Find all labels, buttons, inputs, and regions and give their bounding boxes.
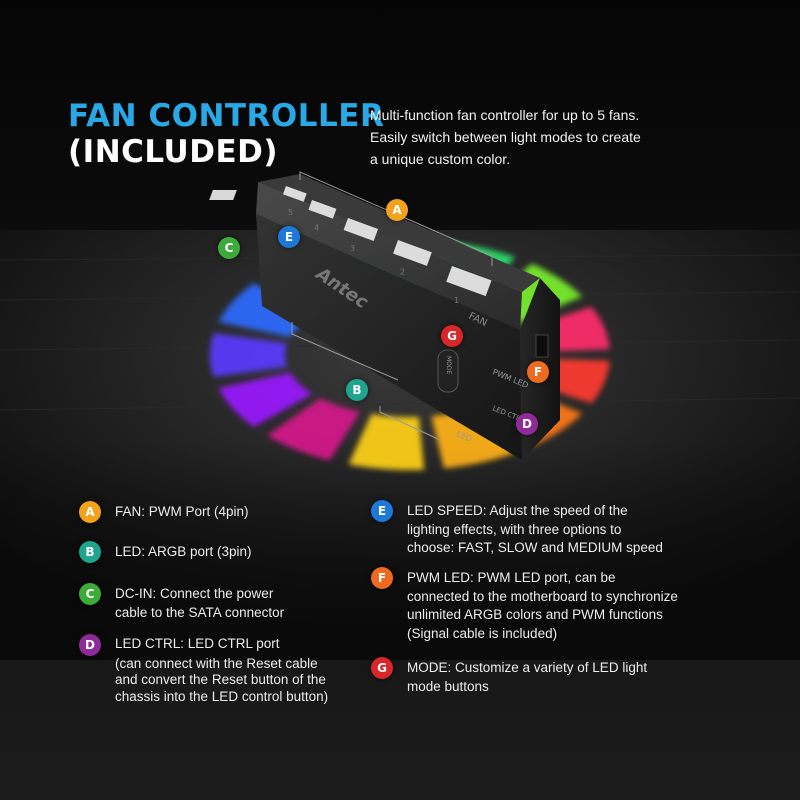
rgb-ring-segment: [267, 398, 360, 461]
intro-text: Multi-function fan controller for up to …: [370, 104, 770, 170]
legend-line: DC-IN: Connect the power: [115, 586, 274, 601]
legend-marker-d: D: [79, 634, 101, 656]
marker-d: D: [516, 413, 538, 435]
legend-line: (Signal cable is included): [407, 625, 558, 641]
legend-marker-f: F: [371, 567, 393, 589]
legend-marker-c: C: [79, 583, 101, 605]
marker-e: E: [278, 226, 300, 248]
mode-button: [437, 349, 459, 393]
legend-line: LED CTRL: LED CTRL port: [115, 636, 280, 651]
legend-text: DC-IN: Connect the power cable to the SA…: [115, 585, 445, 622]
fan-port: 5: [282, 186, 307, 217]
legend-line: unlimited ARGB colors and PWM functions: [407, 607, 663, 622]
fan-port: 3: [343, 218, 379, 253]
port-number: 1: [454, 296, 459, 305]
legend-text: FAN: PWM Port (4pin): [115, 503, 445, 522]
legend-line: and convert the Reset button of the: [115, 672, 326, 687]
marker-b: B: [346, 379, 368, 401]
intro-line: a unique custom color.: [370, 151, 511, 167]
marker-g: G: [441, 325, 463, 347]
legend-line: choose: FAST, SLOW and MEDIUM speed: [407, 540, 663, 555]
legend-marker-b: B: [79, 541, 101, 563]
title-line-1: FAN CONTROLLER: [68, 98, 385, 134]
legend-line: mode buttons: [407, 678, 489, 694]
rgb-ring-segment: [218, 372, 313, 427]
fan-port: 1: [446, 266, 492, 305]
legend-text: LED SPEED: Adjust the speed of the light…: [407, 502, 737, 558]
fan-port: 4: [308, 199, 337, 232]
legend-line: cable to the SATA connector: [115, 604, 285, 620]
rgb-ring-segment: [218, 283, 313, 338]
legend-text: MODE: Customize a variety of LED light m…: [407, 659, 737, 696]
port-number: 3: [350, 244, 355, 253]
legend-text: LED CTRL: LED CTRL port (can connect wit…: [115, 636, 445, 705]
rgb-ring-segment: [431, 407, 516, 469]
marker-f: F: [527, 361, 549, 383]
legend-line: (can connect with the Reset cable: [115, 655, 318, 671]
marker-c: C: [218, 237, 240, 259]
mode-label: MODE: [445, 356, 452, 375]
legend-marker-e: E: [371, 500, 393, 522]
port-number: 4: [314, 223, 319, 232]
intro-line: Multi-function fan controller for up to …: [370, 107, 640, 123]
legend-line: PWM LED: PWM LED port, can be: [407, 570, 616, 585]
legend-line: LED SPEED: Adjust the speed of the: [407, 503, 628, 518]
legend-marker-g: G: [371, 657, 393, 679]
legend-line: chassis into the LED control button): [115, 688, 329, 704]
rgb-ring-segment: [210, 333, 288, 377]
port-number: 2: [400, 267, 405, 276]
legend-text: LED: ARGB port (3pin): [115, 543, 445, 562]
legend-line: connected to the motherboard to synchron…: [407, 588, 678, 604]
fan-port: 2: [393, 240, 432, 276]
legend-line: LED: ARGB port (3pin): [115, 544, 252, 559]
page-title: FAN CONTROLLER (INCLUDED): [68, 98, 384, 170]
port-number: 5: [288, 208, 293, 217]
rgb-ring-segment: [348, 413, 425, 470]
legend-marker-a: A: [79, 501, 101, 523]
intro-line: Easily switch between light modes to cre…: [370, 129, 641, 145]
legend-text: PWM LED: PWM LED port, can be connected …: [407, 569, 737, 643]
title-line-2: (INCLUDED): [68, 134, 279, 170]
legend-line: FAN: PWM Port (4pin): [115, 504, 249, 519]
marker-a: A: [386, 199, 408, 221]
legend-line: lighting effects, with three options to: [407, 521, 622, 537]
legend-line: MODE: Customize a variety of LED light: [407, 660, 648, 675]
dc-in-port: [535, 334, 549, 358]
